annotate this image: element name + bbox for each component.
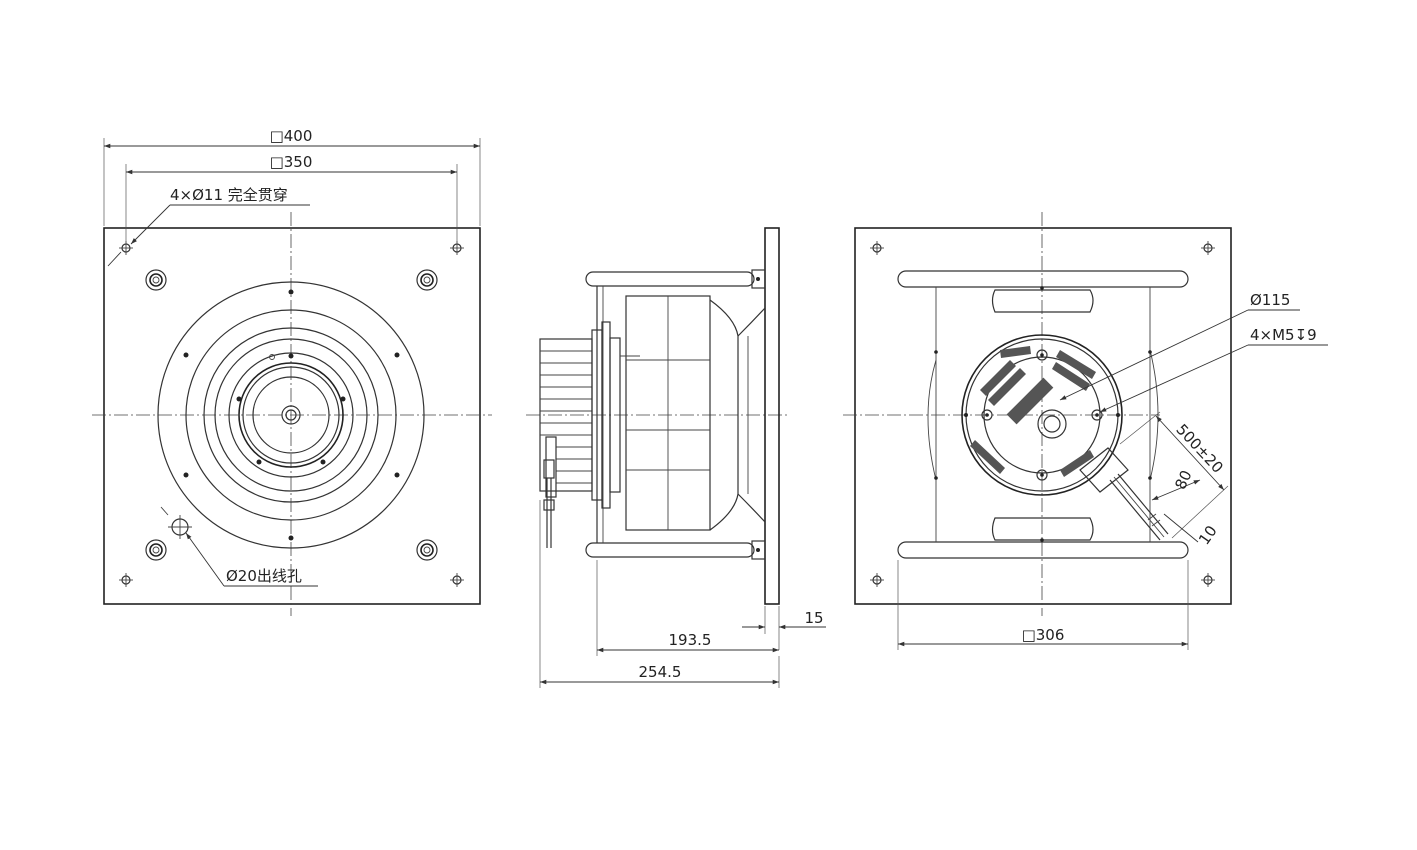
side-cable — [543, 459, 555, 548]
side-mounting-plate — [764, 227, 780, 605]
dim-cable-80-label: 80 — [1171, 467, 1195, 492]
dim-holes-label: □350 — [270, 153, 313, 171]
dim-cable-length — [1119, 411, 1229, 539]
dim-total-label: 254.5 — [639, 663, 682, 681]
front-cable-hole — [160, 506, 192, 539]
leader-motor — [1059, 309, 1300, 401]
rear-motor-face — [961, 334, 1123, 496]
rear-volute — [927, 286, 1159, 542]
rear-view: Ø115 4×M5↧9 500±20 80 10 □306 — [843, 212, 1328, 650]
dim-frame-306 — [897, 560, 1189, 650]
dim-body-193 — [596, 560, 779, 656]
dim-outer-label: □400 — [270, 127, 313, 145]
side-support-rods — [585, 269, 766, 560]
note-holes: 4×Ø11 完全贯穿 — [170, 186, 288, 204]
front-corner-holes — [119, 241, 464, 587]
note-screws: 4×M5↧9 — [1250, 326, 1317, 344]
dim-outer-400 — [103, 138, 481, 226]
dim-cable-10-label: 10 — [1195, 522, 1221, 548]
note-motor: Ø115 — [1250, 291, 1290, 309]
rear-support-rods — [897, 270, 1189, 559]
front-bolt-dots — [183, 289, 400, 541]
front-inlet-rings — [157, 281, 425, 549]
dim-cable-10 — [1163, 513, 1199, 543]
rear-cable-gland — [1079, 447, 1169, 541]
leader-holes — [107, 204, 310, 267]
dim-plate-label: 15 — [804, 609, 823, 627]
dim-body-label: 193.5 — [669, 631, 712, 649]
leader-cable-hole — [185, 532, 318, 587]
rear-corner-holes — [870, 241, 1215, 587]
dim-holes-350 — [125, 164, 458, 244]
dim-cable-80 — [1151, 479, 1201, 501]
dim-frame-label: □306 — [1022, 626, 1065, 644]
front-view: □400 □350 4×Ø11 完全贯穿 Ø20出线孔 — [92, 127, 492, 616]
dim-total-254 — [539, 500, 780, 688]
rear-mounting-plate — [854, 227, 1232, 605]
side-impeller — [625, 295, 766, 531]
dim-plate-15 — [742, 606, 826, 650]
side-motor — [539, 321, 640, 509]
front-support-nuts — [145, 269, 438, 561]
side-view: 15 193.5 254.5 — [526, 227, 826, 688]
note-cable-hole: Ø20出线孔 — [226, 567, 302, 585]
front-mounting-plate — [103, 227, 481, 605]
leader-screws — [1099, 344, 1328, 413]
